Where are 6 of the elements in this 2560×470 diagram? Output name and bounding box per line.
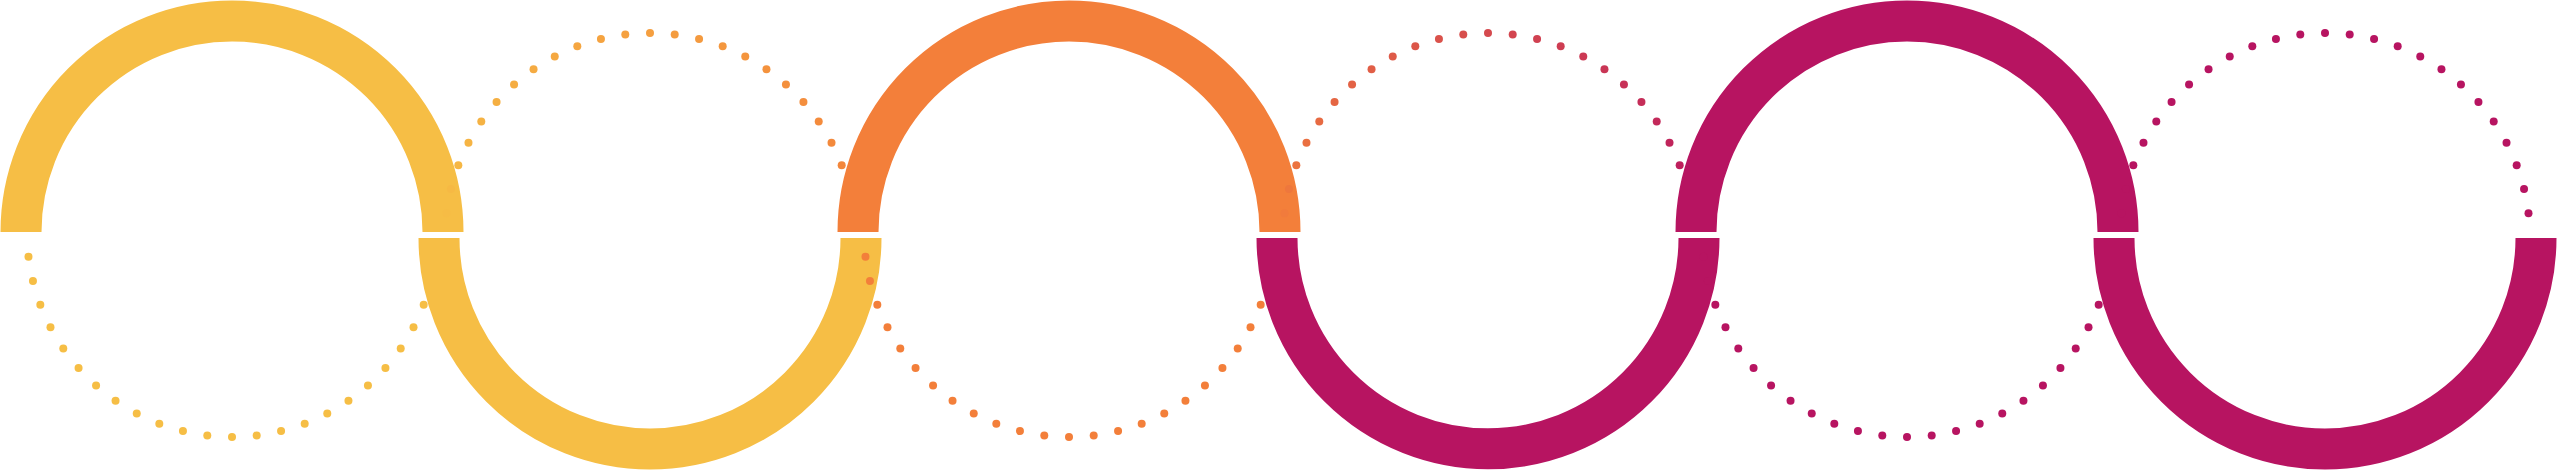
half-dotted-ring: [1675, 0, 2139, 441]
half-dotted-ring: [837, 0, 1301, 441]
half-dotted-ring: [0, 0, 464, 441]
half-dotted-ring: [418, 29, 882, 470]
half-dotted-ring: [1256, 29, 1720, 470]
half-dotted-ring: [2093, 29, 2557, 470]
